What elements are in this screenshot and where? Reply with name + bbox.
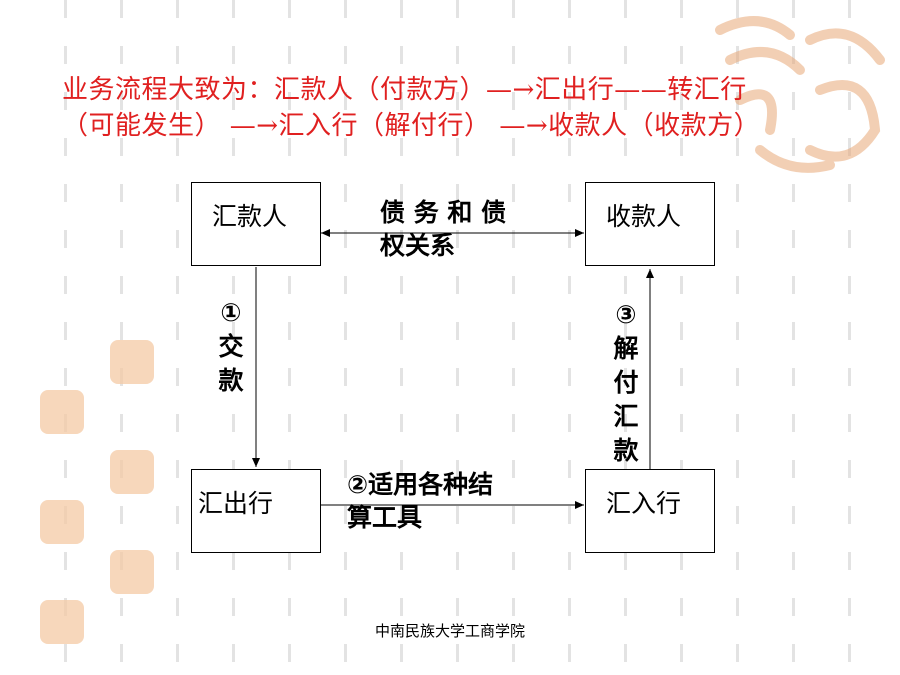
step1-label: ① 交 款 xyxy=(218,298,244,395)
decorative-seal xyxy=(110,550,154,594)
paying-bank-box xyxy=(585,469,715,553)
payee-box xyxy=(585,182,715,266)
remitter-box xyxy=(191,182,321,266)
decorative-seal xyxy=(40,600,84,644)
paying-bank-label: 汇入行 xyxy=(606,489,682,518)
title-line-1: 业务流程大致为：汇款人（付款方）—→汇出行——转汇行 xyxy=(62,75,747,105)
remitter-label: 汇款人 xyxy=(212,202,288,231)
decorative-seal xyxy=(110,340,154,384)
step3-label: ③ 解 付 汇 款 xyxy=(613,300,639,465)
footer-institution: 中南民族大学工商学院 xyxy=(374,622,525,640)
remitting-bank-box xyxy=(191,469,321,553)
relationship-label: 债 务 和 债 权关系 xyxy=(380,198,507,260)
remitting-bank-label: 汇出行 xyxy=(198,489,274,518)
step2-label: ②适用各种结 算工具 xyxy=(347,470,494,532)
payee-label: 收款人 xyxy=(606,202,682,231)
page-title: 业务流程大致为：汇款人（付款方）—→汇出行——转汇行 （可能发生） —→汇入行（… xyxy=(62,72,882,144)
decorative-seal xyxy=(40,390,84,434)
decorative-calligraphy-seal xyxy=(715,16,885,173)
title-line-2: （可能发生） —→汇入行（解付行） —→收款人（收款方） xyxy=(62,111,761,141)
decorative-seal xyxy=(110,450,154,494)
decorative-seal xyxy=(40,500,84,544)
